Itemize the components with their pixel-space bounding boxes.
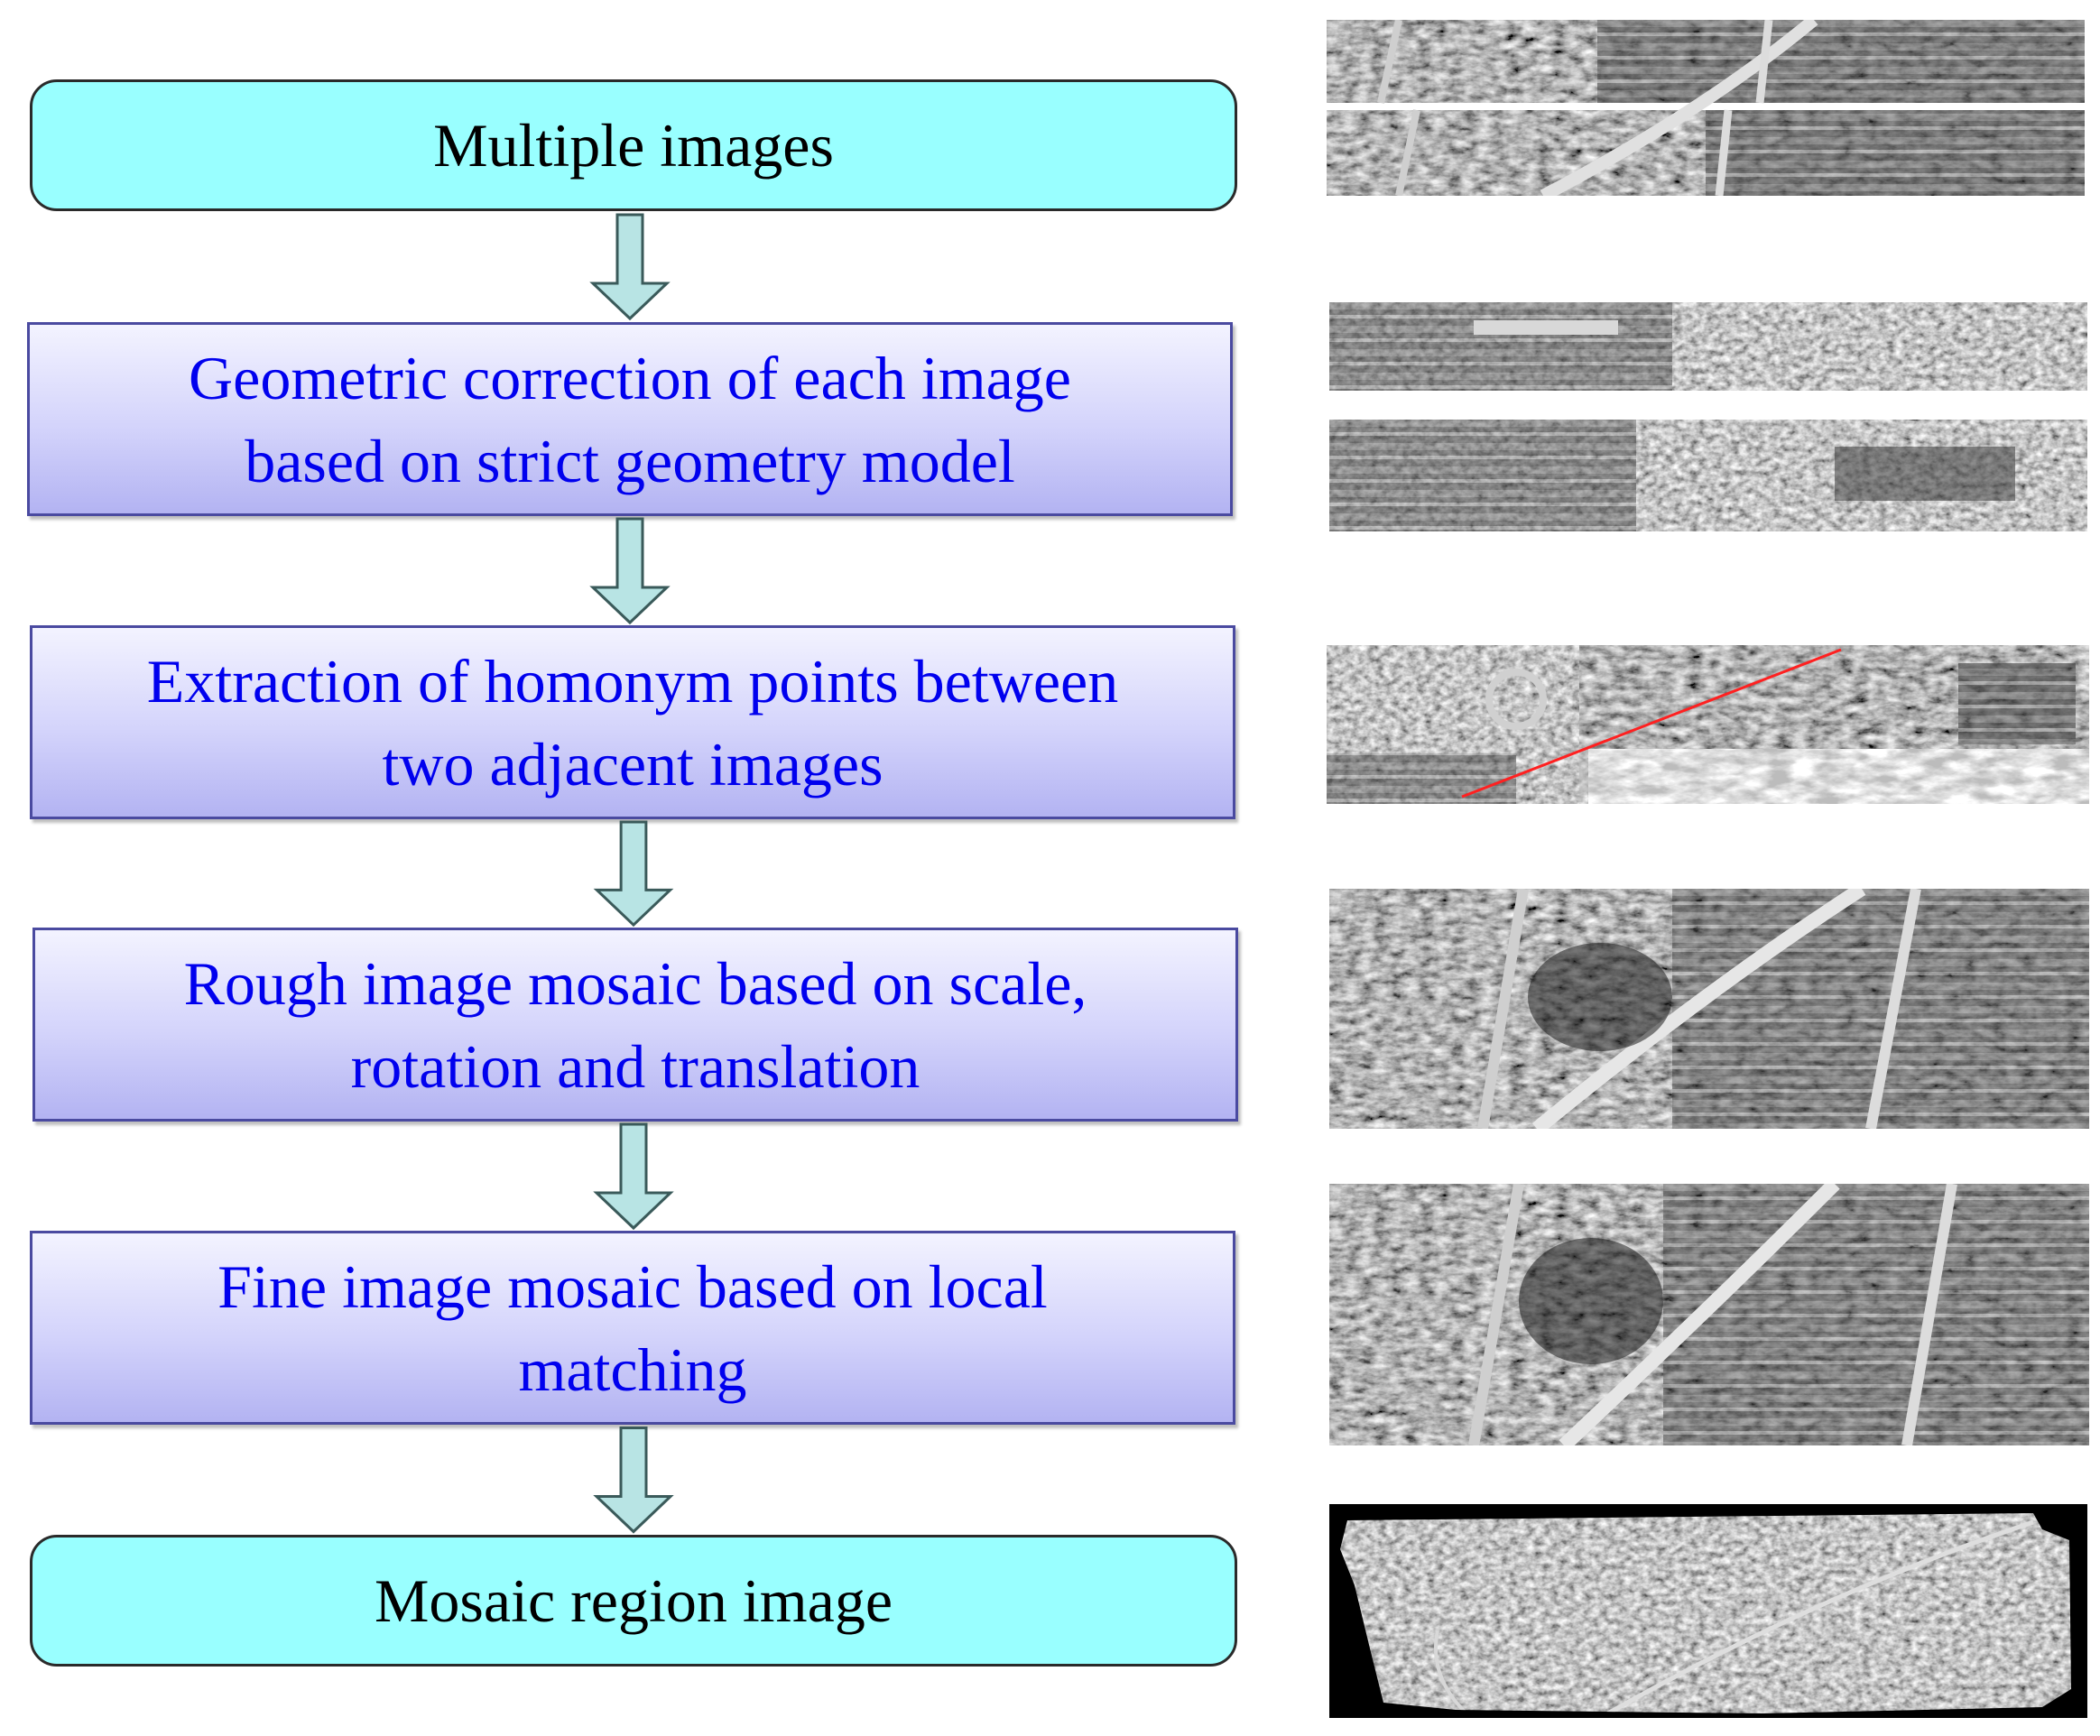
step-label-line-2: based on strict geometry model bbox=[245, 426, 1015, 495]
step-mosaic-region: Mosaic region image bbox=[30, 1535, 1237, 1667]
step-geometric-correction: Geometric correction of each image based… bbox=[27, 322, 1233, 516]
step-fine-mosaic: Fine image mosaic based on local matchin… bbox=[30, 1231, 1235, 1425]
aerial-image-multiple bbox=[1327, 20, 2085, 196]
step-label-line-1: Geometric correction of each image bbox=[189, 343, 1071, 412]
aerial-image-matching bbox=[1327, 645, 2089, 804]
down-arrow-icon bbox=[589, 213, 671, 321]
step-label-line-1: Fine image mosaic based on local bbox=[217, 1251, 1048, 1321]
aerial-image-mosaic-region bbox=[1329, 1504, 2087, 1718]
down-arrow-icon bbox=[589, 517, 671, 625]
aerial-image-fine-mosaic bbox=[1329, 1184, 2089, 1445]
step-multiple-images: Multiple images bbox=[30, 79, 1237, 211]
down-arrow-icon bbox=[593, 820, 674, 928]
step-label-line-1: Extraction of homonym points between bbox=[146, 646, 1119, 716]
down-arrow-icon bbox=[593, 1427, 674, 1534]
step-label-line-2: rotation and translation bbox=[350, 1031, 920, 1101]
step-label-line-1: Rough image mosaic based on scale, bbox=[183, 948, 1087, 1018]
down-arrow-icon bbox=[593, 1122, 674, 1231]
step-rough-mosaic: Rough image mosaic based on scale, rotat… bbox=[32, 928, 1238, 1122]
step-label-line-2: matching bbox=[518, 1334, 747, 1404]
aerial-image-rough-mosaic bbox=[1329, 889, 2089, 1129]
step-label: Mosaic region image bbox=[374, 1566, 893, 1635]
step-label: Multiple images bbox=[433, 111, 834, 180]
step-label-line-2: two adjacent images bbox=[382, 729, 883, 799]
step-homonym-extraction: Extraction of homonym points between two… bbox=[30, 625, 1235, 819]
aerial-image-corrected bbox=[1329, 302, 2087, 531]
